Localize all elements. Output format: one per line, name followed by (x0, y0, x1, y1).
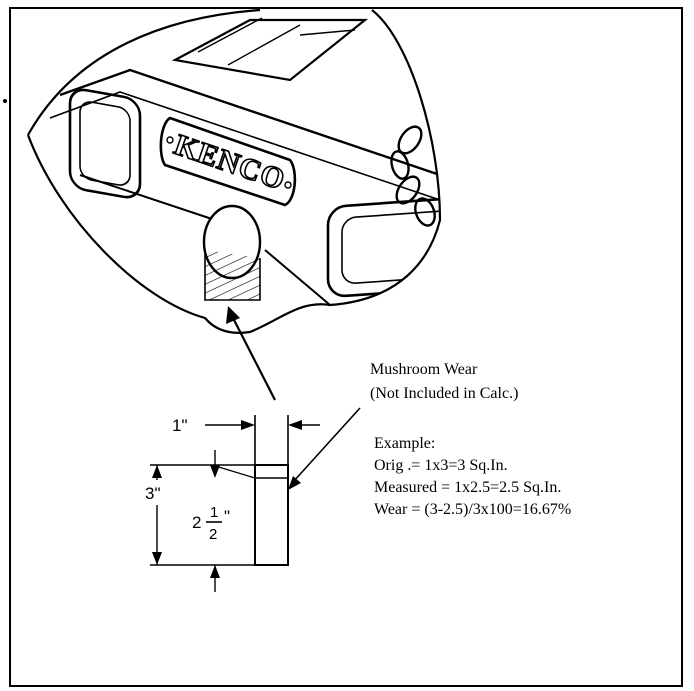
margin-dot (3, 99, 7, 103)
magnified-view-outline (26, 8, 442, 334)
chain-icon (390, 125, 436, 227)
mushroom-wear-title: Mushroom Wear (370, 361, 478, 378)
measured-dimension: 2 1 2 " (192, 450, 256, 592)
example-title: Example: (374, 435, 435, 452)
section-pointer-arrow (231, 315, 276, 401)
diagram-frame (9, 7, 683, 687)
measured-numerator: 1 (210, 504, 218, 521)
mushroom-wear-arrow (292, 407, 361, 483)
height-label: 3" (145, 484, 161, 503)
kenco-nameplate: KENCO (159, 116, 297, 207)
mushroom-wear-subtitle: (Not Included in Calc.) (370, 385, 518, 402)
example-measured: Measured = 1x2.5=2.5 Sq.In. (374, 479, 561, 496)
measured-whole: 2 (192, 513, 201, 532)
width-label: 1" (172, 416, 188, 435)
measured-unit: " (224, 507, 230, 526)
width-dimension: 1" (172, 416, 320, 435)
height-dimension: 3" (145, 464, 255, 566)
example-orig: Orig .= 1x3=3 Sq.In. (374, 457, 508, 474)
measured-denominator: 2 (209, 526, 217, 543)
example-wear: Wear = (3-2.5)/3x100=16.67% (374, 501, 571, 518)
fork-carriage-illustration (49, 17, 440, 306)
cross-section (254, 415, 289, 566)
